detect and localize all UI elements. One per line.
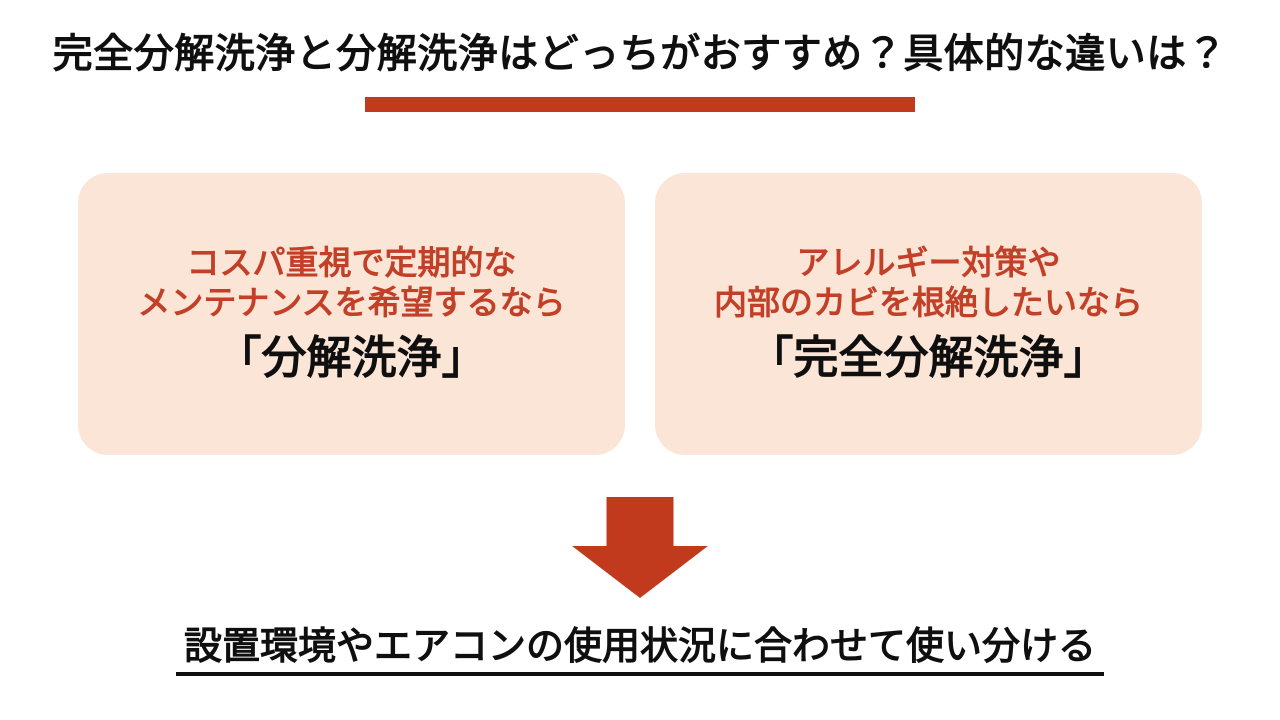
page-title: 完全分解洗浄と分解洗浄はどっちがおすすめ？具体的な違いは？: [52, 32, 1228, 76]
condition-line: 内部のカビを根絶したいなら: [714, 283, 1143, 321]
down-arrow-icon: [572, 497, 708, 598]
option-card-bunkai-senjo: コスパ重視で定期的な メンテナンスを希望するなら 「分解洗浄」: [78, 173, 625, 455]
option-label: 「分解洗浄」: [216, 331, 487, 383]
title-underline-bar: [365, 97, 915, 112]
condition-line: コスパ重視で定期的な: [186, 243, 517, 281]
condition-line: アレルギー対策や: [796, 243, 1061, 281]
option-card-kanzen-bunkai-senjo: アレルギー対策や 内部のカビを根絶したいなら 「完全分解洗浄」: [655, 173, 1202, 455]
conclusion-text: 設置環境やエアコンの使用状況に合わせて使い分ける: [175, 625, 1104, 676]
option-label: 「完全分解洗浄」: [748, 331, 1109, 383]
option-cards-row: コスパ重視で定期的な メンテナンスを希望するなら 「分解洗浄」 アレルギー対策や…: [78, 173, 1202, 455]
condition-text: コスパ重視で定期的な メンテナンスを希望するなら: [137, 243, 565, 323]
condition-line: メンテナンスを希望するなら: [137, 283, 566, 321]
condition-text: アレルギー対策や 内部のカビを根絶したいなら: [714, 243, 1143, 323]
